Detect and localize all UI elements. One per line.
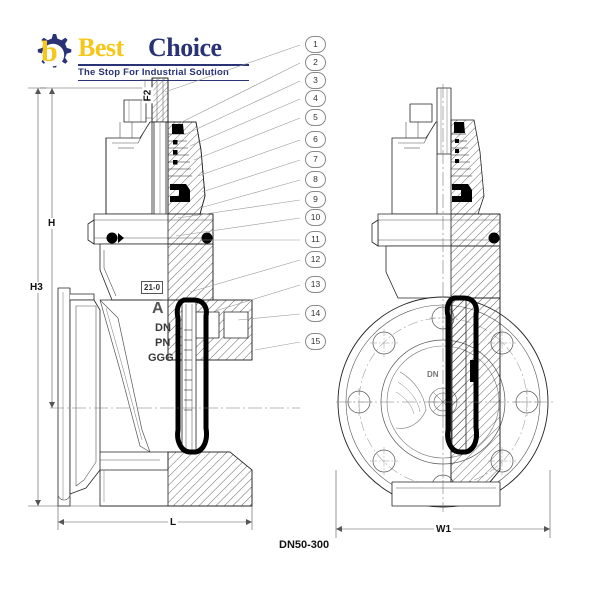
logo-rule-top <box>78 64 249 66</box>
body-brand-glyph: A <box>152 300 164 317</box>
callout-12[interactable]: 12 <box>305 251 326 268</box>
gear-icon <box>30 32 76 78</box>
body-dn-marking: DN <box>155 322 171 334</box>
callout-1[interactable]: 1 <box>305 36 326 53</box>
callout-leader-lines <box>164 44 301 351</box>
part-designation-label: DN50-300 <box>279 539 330 551</box>
logo-word-choice: Choice <box>148 33 222 62</box>
callout-5[interactable]: 5 <box>305 109 326 126</box>
callout-11[interactable]: 11 <box>305 231 326 248</box>
logo-word-best: Best <box>78 33 124 62</box>
callout-9[interactable]: 9 <box>305 191 326 208</box>
logo-letter-b: b <box>41 35 58 68</box>
callout-7[interactable]: 7 <box>305 151 326 168</box>
callout-10[interactable]: 10 <box>305 209 326 226</box>
dimension-label-l: L <box>168 517 179 528</box>
callout-4[interactable]: 4 <box>305 90 326 107</box>
left-section-view <box>50 77 300 507</box>
callout-3[interactable]: 3 <box>305 72 326 89</box>
dimension-label-h3: H3 <box>28 282 45 293</box>
dimension-label-w1: W1 <box>434 524 453 535</box>
callout-8[interactable]: 8 <box>305 171 326 188</box>
face-dn-marking: DN <box>427 370 439 379</box>
callout-6[interactable]: 6 <box>305 131 326 148</box>
callout-13[interactable]: 13 <box>305 276 326 293</box>
dimension-label-f2: F2 <box>142 87 154 104</box>
callout-14[interactable]: 14 <box>305 305 326 322</box>
dimension-label-h: H <box>46 218 58 229</box>
callout-15[interactable]: 15 <box>305 333 326 350</box>
body-material-marking: GGG <box>148 352 174 364</box>
body-pn-marking: PN <box>155 337 171 349</box>
body-batch-code: 21-0 <box>141 281 164 294</box>
logo-tagline: The Stop For Industrial Solution <box>78 67 230 78</box>
right-section-view <box>336 84 556 512</box>
company-logo: b Best Choice The Stop For Industrial So… <box>30 30 250 82</box>
callout-2[interactable]: 2 <box>305 54 326 71</box>
